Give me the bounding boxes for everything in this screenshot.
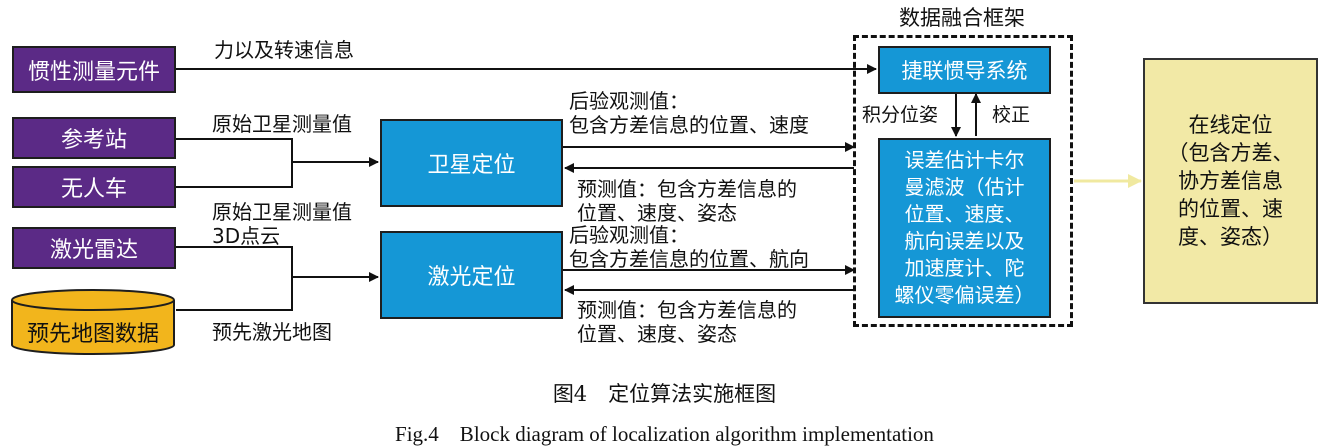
node-ref-station: 参考站 <box>12 117 176 159</box>
edge-lidar <box>176 246 293 277</box>
label-prior-laser-map: 预先激光地图 <box>212 320 332 344</box>
node-gnss-positioning: 卫星定位 <box>380 119 563 207</box>
label-laser-pred: 预测值：包含方差信息的 位置、速度、姿态 <box>577 298 797 346</box>
caption-cn: 图4 定位算法实施框图 <box>552 382 777 406</box>
fusion-frame <box>853 35 1073 327</box>
edge-map <box>176 277 293 311</box>
prior-map-label: 预先地图数据 <box>26 322 159 347</box>
node-sins: 捷联惯导系统 <box>878 46 1051 94</box>
edge-ref-station <box>176 138 293 162</box>
node-prior-map <box>11 289 175 355</box>
label-integral-pose: 积分位姿 <box>862 104 939 126</box>
node-laser-positioning: 激光定位 <box>380 231 563 319</box>
label-imu-to-sins: 力以及转速信息 <box>214 38 354 62</box>
label-laser-post: 后验观测值： 包含方差信息的位置、航向 <box>569 223 809 271</box>
node-lidar: 激光雷达 <box>12 227 176 269</box>
fusion-frame-title: 数据融合框架 <box>899 6 1025 30</box>
label-correction: 校正 <box>992 104 1031 126</box>
node-online-localization: 在线定位 （包含方差、 协方差信息 的位置、速 度、姿态） <box>1143 58 1318 304</box>
label-pointcloud: 3D点云 <box>212 224 281 248</box>
label-gnss-pred: 预测值：包含方差信息的 位置、速度、姿态 <box>577 177 797 225</box>
edge-vehicle <box>176 162 293 188</box>
label-gnss-post: 后验观测值： 包含方差信息的位置、速度 <box>569 89 809 137</box>
node-vehicle: 无人车 <box>12 166 176 208</box>
caption-en: Fig.4 Block diagram of localization algo… <box>395 422 934 446</box>
node-imu: 惯性测量元件 <box>12 46 176 93</box>
label-raw-gnss-top: 原始卫星测量值 <box>212 112 352 136</box>
label-raw-gnss-bottom: 原始卫星测量值 <box>212 200 352 224</box>
node-ekf: 误差估计卡尔 曼滤波（估计 位置、速度、 航向误差以及 加速度计、陀 螺仪零偏误… <box>878 138 1051 318</box>
